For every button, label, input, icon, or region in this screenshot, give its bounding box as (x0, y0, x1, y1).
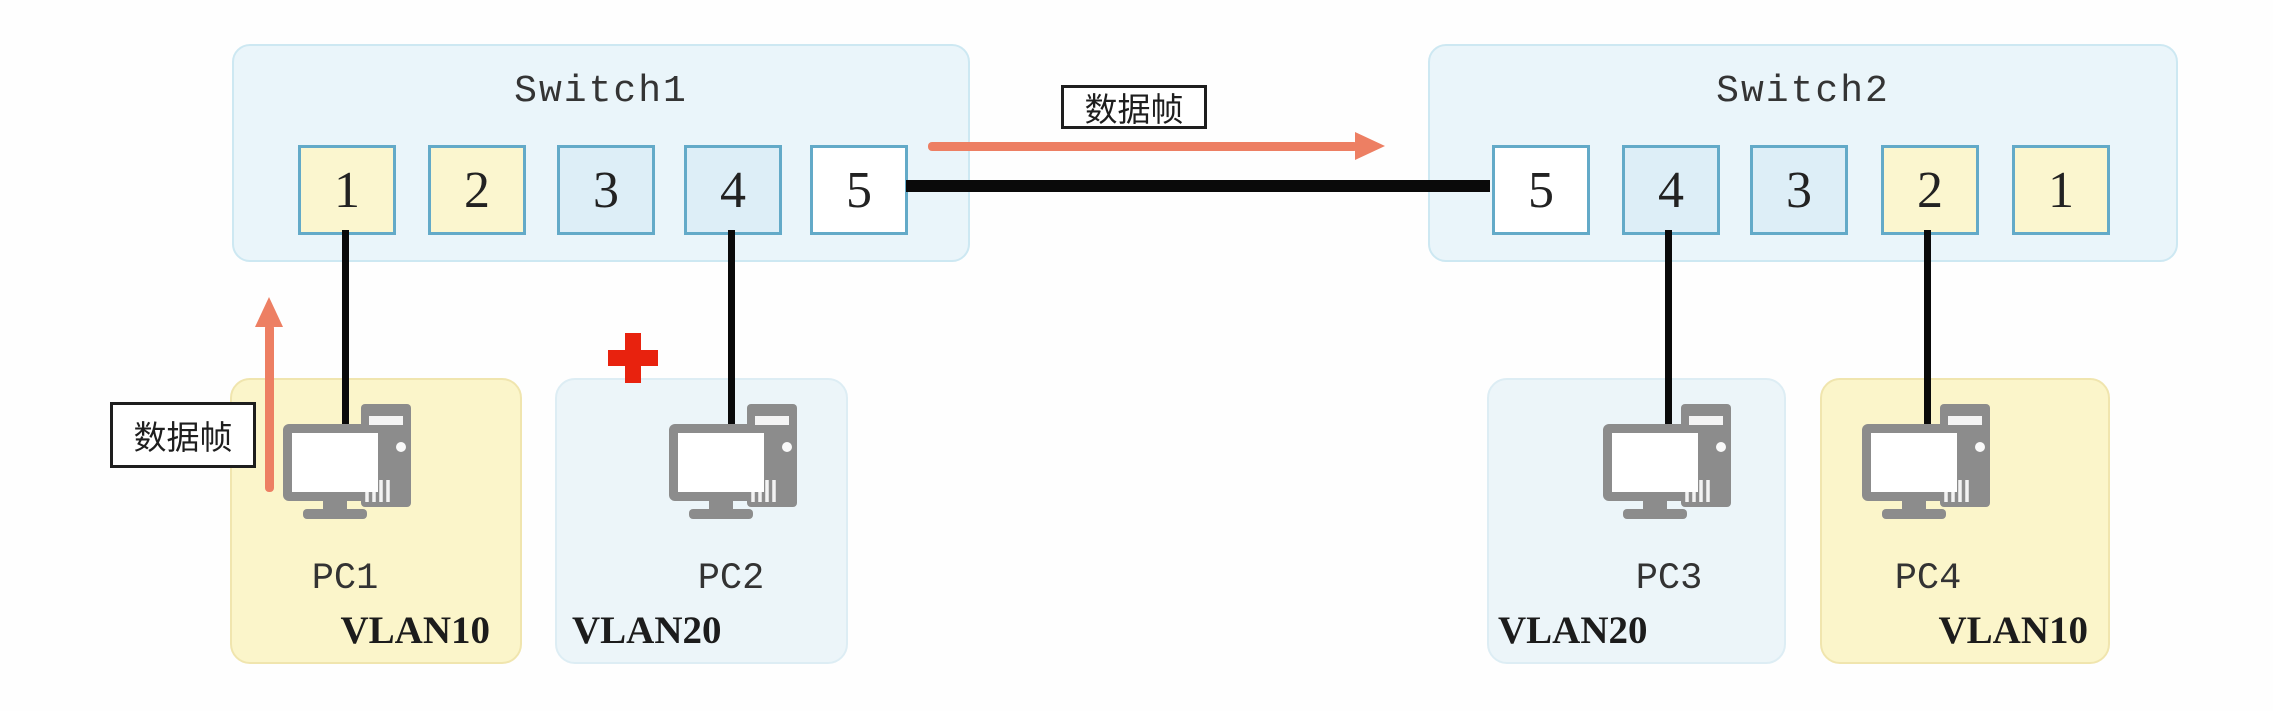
pc3-name: PC3 (1635, 558, 1703, 600)
switch1-port-5: 5 (810, 145, 908, 235)
cable-switch2-port4-pc3 (1665, 230, 1672, 445)
switch1-port-2: 2 (428, 145, 526, 235)
data-frame-label-left: 数据帧 (110, 402, 256, 468)
pc1-computer-icon (283, 404, 411, 519)
cable-switch1-port4-pc2 (728, 230, 735, 445)
pc3-vlan-label: VLAN20 (1498, 609, 1648, 652)
switch2-port-2: 2 (1881, 145, 1979, 235)
cable-switch1-port1-pc1 (342, 230, 349, 445)
blocked-cross-icon (608, 333, 658, 383)
switch1-box: Switch1 1 2 3 4 5 (232, 44, 970, 262)
cable-switch2-port2-pc4 (1924, 230, 1931, 445)
data-frame-label-top: 数据帧 (1061, 85, 1207, 129)
switch2-port-5: 5 (1492, 145, 1590, 235)
data-frame-arrowhead-up (255, 297, 283, 327)
pc1-name: PC1 (311, 558, 379, 600)
pc2-computer-icon (669, 404, 797, 519)
data-frame-arrow-horizontal (928, 142, 1358, 151)
switch2-port-4: 4 (1622, 145, 1720, 235)
switch1-port-3: 3 (557, 145, 655, 235)
switch1-port-4: 4 (684, 145, 782, 235)
switch1-title: Switch1 (514, 70, 688, 113)
trunk-link-line (906, 180, 1490, 192)
pc4-name: PC4 (1894, 558, 1962, 600)
switch2-title: Switch2 (1716, 70, 1890, 113)
data-frame-arrow-vertical (265, 324, 274, 492)
pc4-computer-icon (1862, 404, 1990, 519)
switch2-port-1: 1 (2012, 145, 2110, 235)
pc1-vlan-label: VLAN10 (340, 609, 490, 652)
pc4-vlan-label: VLAN10 (1938, 609, 2088, 652)
data-frame-arrowhead-right (1355, 132, 1385, 160)
switch1-port-1: 1 (298, 145, 396, 235)
pc2-vlan-label: VLAN20 (572, 609, 722, 652)
switch2-box: Switch2 5 4 3 2 1 (1428, 44, 2178, 262)
switch2-port-3: 3 (1750, 145, 1848, 235)
pc3-computer-icon (1603, 404, 1731, 519)
pc2-name: PC2 (697, 558, 765, 600)
